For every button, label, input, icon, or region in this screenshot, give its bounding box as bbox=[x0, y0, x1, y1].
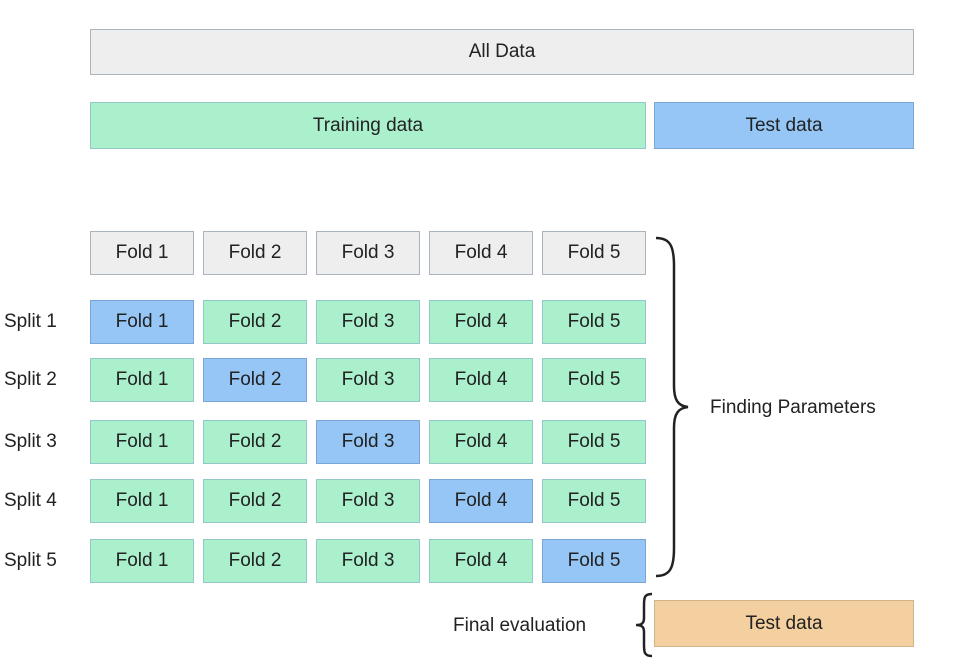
fold-label: Fold 3 bbox=[341, 431, 395, 452]
fold-label: Fold 4 bbox=[454, 431, 508, 452]
training-fold-s1-f4: Fold 4 bbox=[429, 300, 533, 344]
test-data-box: Test data bbox=[654, 102, 914, 149]
fold-label: Fold 2 bbox=[228, 550, 282, 571]
training-fold-s2-f4: Fold 4 bbox=[429, 358, 533, 402]
training-fold-s3-f5: Fold 5 bbox=[542, 420, 646, 464]
training-fold-s2-f1: Fold 1 bbox=[90, 358, 194, 402]
final-test-data-box: Test data bbox=[654, 600, 914, 647]
training-fold-s2-f3: Fold 3 bbox=[316, 358, 420, 402]
training-data-box: Training data bbox=[90, 102, 646, 149]
test-data-label: Test data bbox=[745, 114, 823, 136]
training-fold-s4-f3: Fold 3 bbox=[316, 479, 420, 523]
fold-header-5: Fold 5 bbox=[542, 231, 646, 275]
validation-fold-s4-f4: Fold 4 bbox=[429, 479, 533, 523]
training-fold-s3-f2: Fold 2 bbox=[203, 420, 307, 464]
fold-label: Fold 5 bbox=[567, 490, 621, 511]
fold-label: Fold 3 bbox=[341, 369, 395, 390]
fold-label: Fold 5 bbox=[567, 311, 621, 332]
fold-label: Fold 3 bbox=[341, 490, 395, 511]
fold-label: Fold 2 bbox=[228, 490, 282, 511]
validation-fold-s5-f5: Fold 5 bbox=[542, 539, 646, 583]
fold-label: Fold 2 bbox=[228, 369, 282, 390]
training-fold-s5-f3: Fold 3 bbox=[316, 539, 420, 583]
final-evaluation-label: Final evaluation bbox=[453, 615, 587, 636]
final-evaluation-brace bbox=[635, 592, 653, 658]
fold-label: Fold 4 bbox=[454, 369, 508, 390]
fold-label: Fold 2 bbox=[228, 431, 282, 452]
finding-parameters-label: Finding Parameters bbox=[710, 397, 876, 418]
validation-fold-s1-f1: Fold 1 bbox=[90, 300, 194, 344]
training-fold-s5-f2: Fold 2 bbox=[203, 539, 307, 583]
fold-label: Fold 4 bbox=[454, 242, 508, 263]
fold-label: Fold 1 bbox=[115, 431, 169, 452]
fold-label: Fold 2 bbox=[228, 311, 282, 332]
training-fold-s1-f5: Fold 5 bbox=[542, 300, 646, 344]
training-fold-s3-f4: Fold 4 bbox=[429, 420, 533, 464]
fold-label: Fold 5 bbox=[567, 242, 621, 263]
validation-fold-s3-f3: Fold 3 bbox=[316, 420, 420, 464]
fold-label: Fold 4 bbox=[454, 490, 508, 511]
fold-label: Fold 1 bbox=[115, 242, 169, 263]
fold-label: Fold 3 bbox=[341, 242, 395, 263]
training-fold-s2-f5: Fold 5 bbox=[542, 358, 646, 402]
finding-parameters-brace bbox=[655, 236, 689, 578]
validation-fold-s2-f2: Fold 2 bbox=[203, 358, 307, 402]
fold-label: Fold 5 bbox=[567, 369, 621, 390]
final-test-data-label: Test data bbox=[745, 612, 823, 634]
fold-label: Fold 4 bbox=[454, 311, 508, 332]
training-fold-s3-f1: Fold 1 bbox=[90, 420, 194, 464]
fold-label: Fold 5 bbox=[567, 431, 621, 452]
fold-label: Fold 4 bbox=[454, 550, 508, 571]
all-data-label: All Data bbox=[468, 41, 536, 62]
split-label-5: Split 5 bbox=[4, 550, 57, 571]
training-fold-s4-f5: Fold 5 bbox=[542, 479, 646, 523]
split-label-3: Split 3 bbox=[4, 431, 57, 452]
fold-label: Fold 3 bbox=[341, 311, 395, 332]
fold-label: Fold 1 bbox=[115, 490, 169, 511]
fold-label: Fold 2 bbox=[228, 242, 282, 263]
training-fold-s4-f2: Fold 2 bbox=[203, 479, 307, 523]
training-fold-s1-f2: Fold 2 bbox=[203, 300, 307, 344]
fold-label: Fold 1 bbox=[115, 311, 169, 332]
fold-label: Fold 1 bbox=[115, 550, 169, 571]
fold-header-1: Fold 1 bbox=[90, 231, 194, 275]
split-label-1: Split 1 bbox=[4, 311, 57, 332]
fold-label: Fold 5 bbox=[567, 550, 621, 571]
training-fold-s1-f3: Fold 3 bbox=[316, 300, 420, 344]
training-fold-s5-f1: Fold 1 bbox=[90, 539, 194, 583]
fold-label: Fold 1 bbox=[115, 369, 169, 390]
split-label-4: Split 4 bbox=[4, 490, 57, 511]
split-label-2: Split 2 bbox=[4, 369, 57, 390]
fold-header-3: Fold 3 bbox=[316, 231, 420, 275]
training-fold-s4-f1: Fold 1 bbox=[90, 479, 194, 523]
training-data-label: Training data bbox=[312, 114, 424, 136]
fold-header-2: Fold 2 bbox=[203, 231, 307, 275]
training-fold-s5-f4: Fold 4 bbox=[429, 539, 533, 583]
fold-header-4: Fold 4 bbox=[429, 231, 533, 275]
fold-label: Fold 3 bbox=[341, 550, 395, 571]
all-data-box: All Data bbox=[90, 29, 914, 75]
